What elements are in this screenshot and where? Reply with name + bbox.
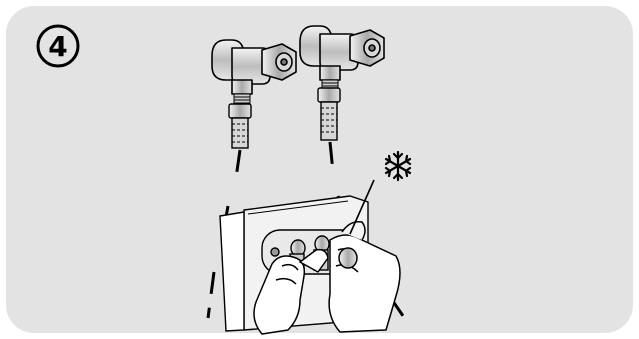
step-number: 4	[48, 30, 67, 63]
